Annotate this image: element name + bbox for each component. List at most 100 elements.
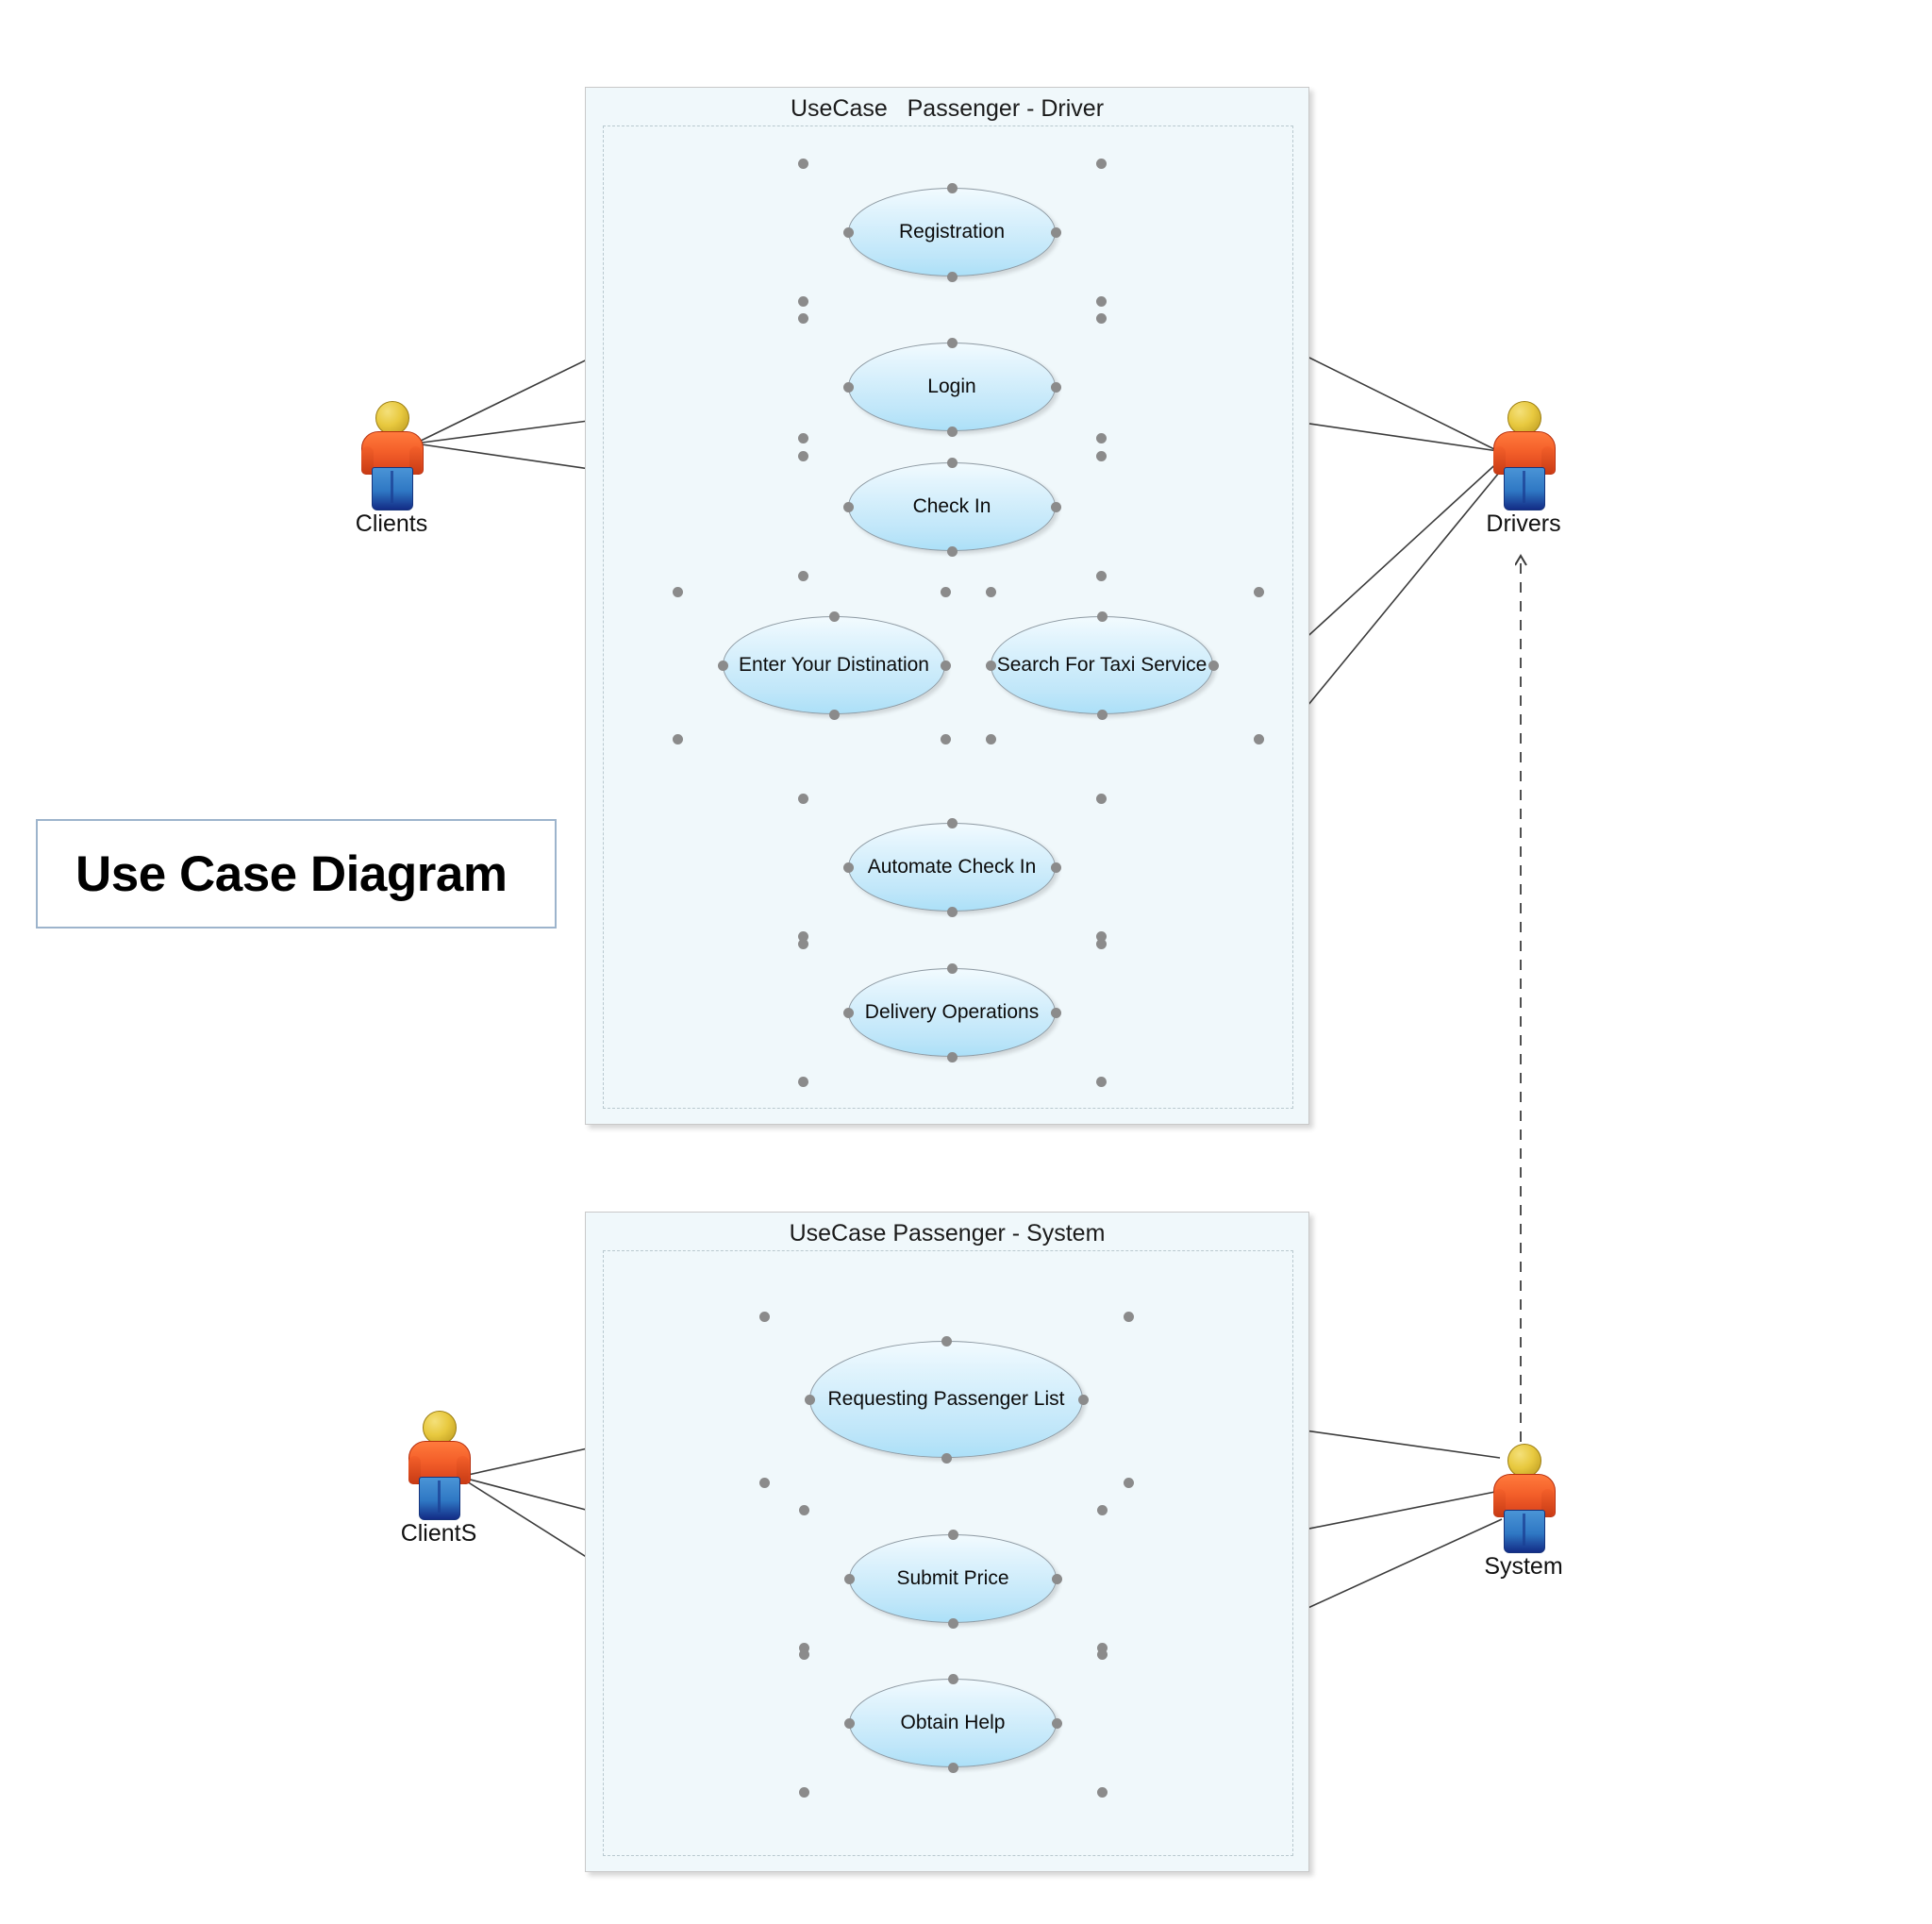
uc-automate-checkin-handle-6[interactable] [946,906,958,917]
uc-login-handle-1[interactable] [946,337,958,348]
uc-enter-destination-handle-2[interactable] [985,586,996,597]
uc-obtain-help-handle-2[interactable] [1096,1648,1108,1660]
uc-requesting-list-handle-1[interactable] [941,1335,952,1347]
uc-delivery-ops[interactable]: Delivery Operations [848,968,1056,1057]
uc-checkin-handle-5[interactable] [797,570,808,581]
uc-submit-price-handle-4[interactable] [1051,1573,1062,1584]
uc-obtain-help-handle-1[interactable] [947,1673,958,1684]
uc-submit-price[interactable]: Submit Price [849,1534,1057,1623]
uc-registration-handle-3[interactable] [842,226,854,238]
uc-requesting-list[interactable]: Requesting Passenger List [809,1341,1083,1458]
uc-registration-handle-5[interactable] [797,295,808,307]
uc-delivery-ops-handle-2[interactable] [1095,938,1107,949]
actor-clientss[interactable]: ClientS [401,1411,476,1547]
uc-login-handle-5[interactable] [797,450,808,461]
uc-requesting-list-handle-2[interactable] [1123,1311,1134,1322]
uc-delivery-ops-handle-5[interactable] [797,1076,808,1087]
uc-automate-checkin-handle-0[interactable] [797,793,808,804]
uc-submit-price-handle-3[interactable] [843,1573,855,1584]
uc-search-taxi[interactable]: Search For Taxi Service [991,616,1213,714]
uc-checkin-handle-3[interactable] [842,501,854,512]
uc-automate-checkin-handle-3[interactable] [842,862,854,873]
uc-automate-checkin-handle-4[interactable] [1050,862,1061,873]
uc-registration-handle-0[interactable] [797,158,808,169]
uc-login[interactable]: Login [848,343,1056,431]
uc-enter-destination-handle-0[interactable] [672,586,683,597]
uc-delivery-ops-handle-6[interactable] [946,1051,958,1062]
uc-automate-checkin[interactable]: Automate Check In [848,823,1056,912]
uc-automate-checkin-handle-7[interactable] [1095,930,1107,942]
uc-login-handle-7[interactable] [1095,450,1107,461]
uc-submit-price-label: Submit Price [896,1567,1009,1589]
uc-automate-checkin-handle-1[interactable] [946,817,958,828]
actor-system-figure-icon [1486,1444,1561,1553]
uc-obtain-help-handle-3[interactable] [843,1717,855,1729]
uc-obtain-help-handle-4[interactable] [1051,1717,1062,1729]
uc-obtain-help-handle-6[interactable] [947,1762,958,1773]
uc-checkin-handle-0[interactable] [797,432,808,443]
uc-enter-destination-handle-4[interactable] [940,660,951,671]
uc-submit-price-handle-6[interactable] [947,1617,958,1629]
uc-requesting-list-handle-0[interactable] [758,1311,770,1322]
uc-registration[interactable]: Registration [848,188,1056,276]
uc-obtain-help-label: Obtain Help [900,1712,1006,1733]
uc-search-taxi-handle-7[interactable] [1253,733,1264,745]
uc-obtain-help-handle-7[interactable] [1096,1786,1108,1798]
uc-enter-destination-handle-3[interactable] [717,660,728,671]
uc-submit-price-handle-0[interactable] [798,1504,809,1515]
diagram-title-text: Use Case Diagram [75,845,508,902]
uc-enter-destination-handle-6[interactable] [828,709,840,720]
uc-login-handle-6[interactable] [946,426,958,437]
uc-registration-handle-4[interactable] [1050,226,1061,238]
uc-requesting-list-handle-7[interactable] [1123,1477,1134,1488]
uc-checkin-handle-2[interactable] [1095,432,1107,443]
uc-requesting-list-handle-4[interactable] [1077,1394,1089,1405]
uc-search-taxi-handle-4[interactable] [1208,660,1219,671]
pkg-passenger-driver-title: UseCase Passenger - Driver [790,95,1105,122]
uc-requesting-list-handle-3[interactable] [804,1394,815,1405]
uc-obtain-help-handle-5[interactable] [798,1786,809,1798]
uc-login-handle-3[interactable] [842,381,854,393]
uc-login-handle-0[interactable] [797,312,808,324]
uc-delivery-ops-handle-7[interactable] [1095,1076,1107,1087]
uc-enter-destination-handle-7[interactable] [985,733,996,745]
uc-submit-price-handle-5[interactable] [798,1642,809,1653]
uc-checkin-handle-6[interactable] [946,545,958,557]
uc-delivery-ops-handle-3[interactable] [842,1007,854,1018]
actor-clients[interactable]: Clients [354,401,429,537]
uc-submit-price-handle-1[interactable] [947,1529,958,1540]
uc-requesting-list-handle-6[interactable] [941,1452,952,1464]
uc-search-taxi-handle-6[interactable] [1096,709,1108,720]
uc-delivery-ops-handle-4[interactable] [1050,1007,1061,1018]
uc-search-taxi-handle-3[interactable] [985,660,996,671]
uc-login-handle-2[interactable] [1095,312,1107,324]
uc-enter-destination[interactable]: Enter Your Distination [723,616,945,714]
uc-registration-handle-6[interactable] [946,271,958,282]
uc-obtain-help[interactable]: Obtain Help [849,1679,1057,1767]
uc-delivery-ops-handle-0[interactable] [797,938,808,949]
uc-search-taxi-handle-1[interactable] [1096,611,1108,622]
uc-search-taxi-handle-5[interactable] [940,733,951,745]
uc-enter-destination-handle-5[interactable] [672,733,683,745]
actor-system[interactable]: System [1484,1444,1563,1580]
actor-drivers[interactable]: Drivers [1486,401,1561,537]
uc-submit-price-handle-2[interactable] [1096,1504,1108,1515]
uc-search-taxi-handle-2[interactable] [1253,586,1264,597]
uc-submit-price-handle-7[interactable] [1096,1642,1108,1653]
uc-automate-checkin-handle-2[interactable] [1095,793,1107,804]
uc-checkin-handle-7[interactable] [1095,570,1107,581]
uc-checkin-handle-1[interactable] [946,457,958,468]
uc-login-handle-4[interactable] [1050,381,1061,393]
uc-requesting-list-handle-5[interactable] [758,1477,770,1488]
uc-enter-destination-handle-1[interactable] [828,611,840,622]
uc-obtain-help-handle-0[interactable] [798,1648,809,1660]
uc-registration-handle-7[interactable] [1095,295,1107,307]
uc-checkin[interactable]: Check In [848,462,1056,551]
uc-automate-checkin-handle-5[interactable] [797,930,808,942]
uc-registration-handle-2[interactable] [1095,158,1107,169]
uc-registration-handle-1[interactable] [946,182,958,193]
uc-search-taxi-handle-0[interactable] [940,586,951,597]
uc-delivery-ops-handle-1[interactable] [946,962,958,974]
actor-drivers-label: Drivers [1486,510,1561,537]
uc-checkin-handle-4[interactable] [1050,501,1061,512]
